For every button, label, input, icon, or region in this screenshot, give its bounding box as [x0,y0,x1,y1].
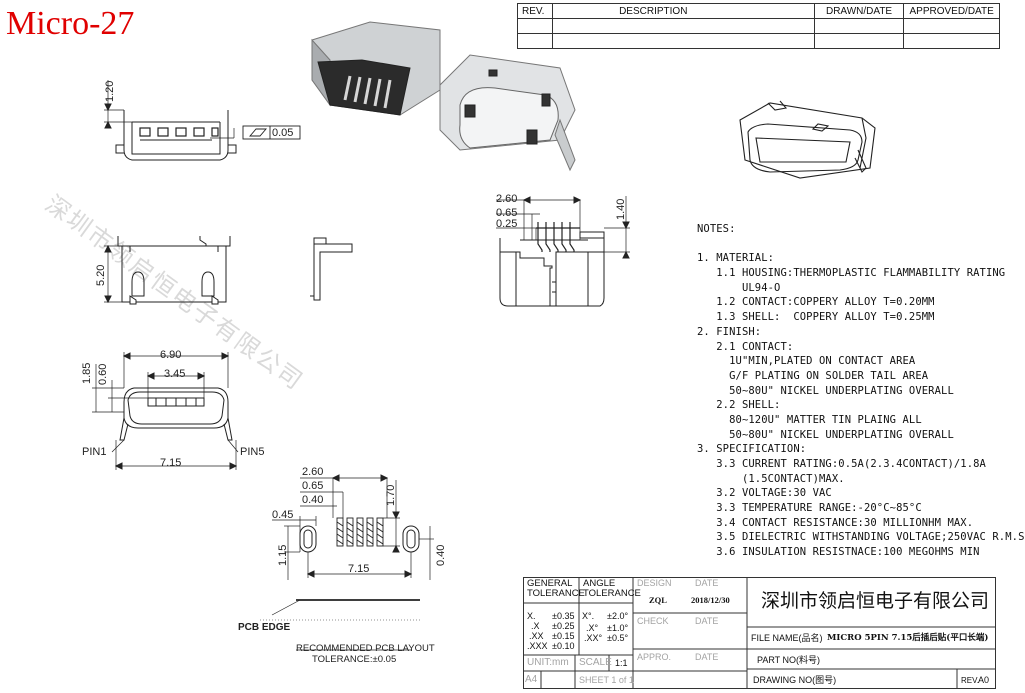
title-block: GENERAL TOLERANCE ANGLE TOLERANCE X. ±0.… [523,577,996,689]
date-label: DATE [695,578,719,588]
technical-drawing: 1.20 0.05 5.20 6.90 3.45 1.85 0.60 7.15 … [81,21,876,665]
isometric-view [739,100,876,179]
company-name: 深圳市领启恒电子有限公司 [761,590,990,612]
side-profile-view [310,237,353,301]
note-line: 1.3 SHELL: COPPERY ALLOY T=0.25MM [697,311,935,324]
note-line: 2.1 CONTACT: [697,340,794,353]
note-line: 1.2 CONTACT:COPPERY ALLOY T=0.20MM [697,296,935,309]
note-line: 50~80U" NICKEL UNDERPLATING OVERALL [697,428,954,441]
note-line: 3.5 DIELECTRIC WITHSTANDING VOLTAGE;250V… [697,531,1025,544]
dim-pcb-0-45: 0.45 [272,509,293,521]
note-line: 50~80U" NICKEL UNDERPLATING OVERALL [697,384,954,397]
file-name-value: MICRO 5PIN 7.15后插后贴(平口长端) [827,633,989,643]
tol-xx-val: ±0.25 [552,621,575,631]
scale-label: SCALE [579,657,612,668]
rev-value: A0 [978,675,990,685]
ang-xxx: .XX° [584,633,603,643]
revision-table: REV. DESCRIPTION DRAWN/DATE APPROVED/DAT… [516,3,1000,49]
front-view-middle [104,236,231,305]
tol-xxxx-val: ±0.10 [552,641,575,651]
dim-pcb-2-60: 2.60 [302,466,323,478]
note-line: UL94-O [697,281,781,294]
note-line: 3. SPECIFICATION: [697,443,807,456]
ang-xx: .X° [586,623,599,633]
part-no-label: PART NO(料号) [757,655,821,665]
tol-xx: .X [531,621,540,631]
approve-label: APPRO. [637,652,672,662]
dim-rear-0-25: 0.25 [496,218,517,230]
dim-rear-0-65: 0.65 [496,207,517,219]
ang-x-val: ±2.0° [607,611,629,621]
sheet-label: SHEET 1 of 1 [579,675,634,685]
note-line: (1.5CONTACT)MAX. [697,472,845,485]
note-line: 1.1 HOUSING:THERMOPLASTIC FLAMMABILITY R… [697,267,1006,280]
dim-5-20: 5.20 [95,265,107,286]
pin5-label: PIN5 [240,446,264,458]
pcb-layout [260,474,434,651]
note-line: 2. FINISH: [697,325,762,338]
dim-7-15-front: 7.15 [160,457,181,469]
dim-pcb-0-40: 0.40 [302,494,323,506]
dimension-labels: 1.20 0.05 5.20 6.90 3.45 1.85 0.60 7.15 … [81,81,627,665]
general-tolerance-label: GENERAL TOLERANCE [527,578,585,599]
dim-rear-1-40: 1.40 [615,199,627,220]
tol-xxx-val: ±0.15 [552,631,575,641]
design-label: DESIGN [637,578,672,588]
dim-1-85: 1.85 [81,363,93,384]
ang-x: X°. [582,611,595,621]
pin1-label: PIN1 [82,446,106,458]
note-line: 2.2 SHELL: [697,399,781,412]
dim-1-20: 1.20 [104,81,116,102]
size-value: A4 [525,674,538,685]
dim-flatness: 0.05 [272,127,293,139]
file-name-label: FILE NAME(品名) [751,633,823,643]
title-block-grid [523,577,996,689]
rear-view [496,196,630,307]
note-line: 1U"MIN,PLATED ON CONTACT AREA [697,355,916,368]
note-line: 1. MATERIAL: [697,252,775,265]
dim-pcb-0-40b: 0.40 [435,545,447,566]
drawing-title: Micro-27 [6,5,135,42]
dim-6-90: 6.90 [160,349,181,361]
dim-pcb-1-15: 1.15 [277,545,289,566]
dim-0-60: 0.60 [97,364,109,385]
scale-value: 1:1 [615,658,628,668]
dim-pcb-7-15: 7.15 [348,563,369,575]
dim-pcb-0-65: 0.65 [302,480,323,492]
ang-xxx-val: ±0.5° [607,633,629,643]
check-label: CHECK [637,616,669,626]
dim-3-45: 3.45 [164,368,185,380]
note-line: 3.3 TEMPERATURE RANGE:-20°C~85°C [697,502,922,515]
dim-pcb-1-70: 1.70 [385,485,397,506]
layout-tolerance: TOLERANCE:±0.05 [312,654,396,665]
rev-label: REV. [961,676,979,685]
side-view-top [104,80,301,161]
approve-date-label: DATE [695,652,719,662]
check-date-label: DATE [695,616,719,626]
note-line: G/F PLATING ON SOLDER TAIL AREA [697,369,929,382]
tol-x: X. [527,611,536,621]
note-line: 3.6 INSULATION RESISTNACE:100 MEGOHMS MI… [697,546,980,559]
design-date-value: 2018/12/30 [691,595,730,605]
tol-xxx: .XX [529,631,544,641]
angle-tolerance-label: ANGLE TOLERANCE [583,578,641,599]
tol-x-val: ±0.35 [552,611,575,621]
note-line: 3.2 VOLTAGE:30 VAC [697,487,832,500]
unit-label: UNIT:mm [527,657,569,668]
note-line [697,237,1025,252]
note-line: 80~120U" MATTER TIN PLAING ALL [697,413,922,426]
note-line: 3.3 CURRENT RATING:0.5A(2.3.4CONTACT)/1.… [697,458,986,470]
connector-photo [311,21,576,172]
pcb-edge-label: PCB EDGE [238,622,291,633]
dim-rear-2-60: 2.60 [496,193,517,205]
designer-value: ZQL [649,595,667,605]
ang-xx-val: ±1.0° [607,623,629,633]
drawing-no-label: DRAWING NO(图号) [753,675,837,685]
note-line: 3.4 CONTACT RESISTANCE:30 MILLIONHM MAX. [697,516,974,529]
note-line: NOTES: [697,223,736,235]
layout-title: RECOMMENDED PCB LAYOUT [296,643,435,654]
front-face-view [92,352,239,470]
notes-block: NOTES: 1. MATERIAL: 1.1 HOUSING:THERMOPLA… [697,222,1025,560]
tol-xxxx: .XXX [527,641,548,651]
